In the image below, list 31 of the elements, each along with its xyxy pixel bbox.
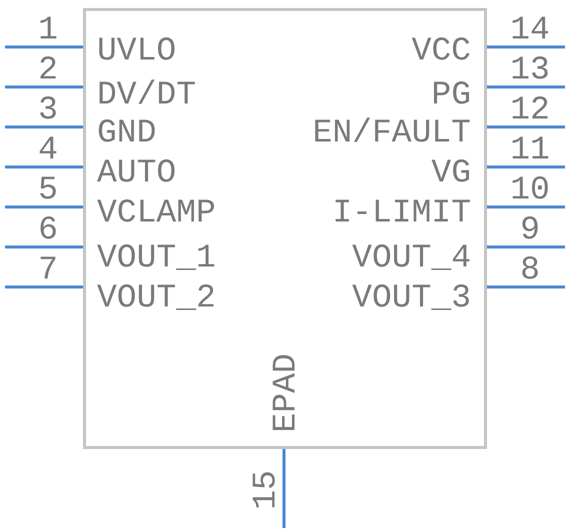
pin-number: 5 [38,174,58,206]
pin-name: AUTO [97,156,176,190]
pin-name: VG [431,156,471,190]
pin-number: 9 [520,214,540,246]
pin-number: 6 [38,214,58,246]
pin-name: VCC [412,34,471,68]
pin-name: GND [97,116,156,150]
pin-name: VOUT_3 [352,282,471,314]
pin-name: EN/FAULT [312,116,471,150]
pin-number: 14 [510,14,550,46]
pin-name: PG [431,78,471,112]
pin-name: UVLO [97,34,176,68]
pin-number: 10 [510,174,550,206]
pin-number: 1 [38,14,58,46]
pin-name: VOUT_1 [97,242,216,274]
pin-number: 7 [38,254,58,286]
pin-number: 3 [38,94,58,126]
pin-name: DV/DT [97,78,196,112]
pin-name: EPAD [270,353,302,433]
pin-number: 2 [38,54,58,86]
pin-number: 12 [510,94,550,126]
pin-number: 13 [510,54,550,86]
pin-name: VOUT_4 [352,242,471,274]
pin-number: 11 [510,134,550,166]
pin-number: 4 [38,134,58,166]
pin-number: 15 [250,470,282,510]
pin-name: VCLAMP [97,196,216,230]
pin-name: VOUT_2 [97,282,216,314]
pin-number: 8 [520,254,540,286]
chip-body [83,8,487,449]
pin-name: I-LIMIT [332,196,471,230]
